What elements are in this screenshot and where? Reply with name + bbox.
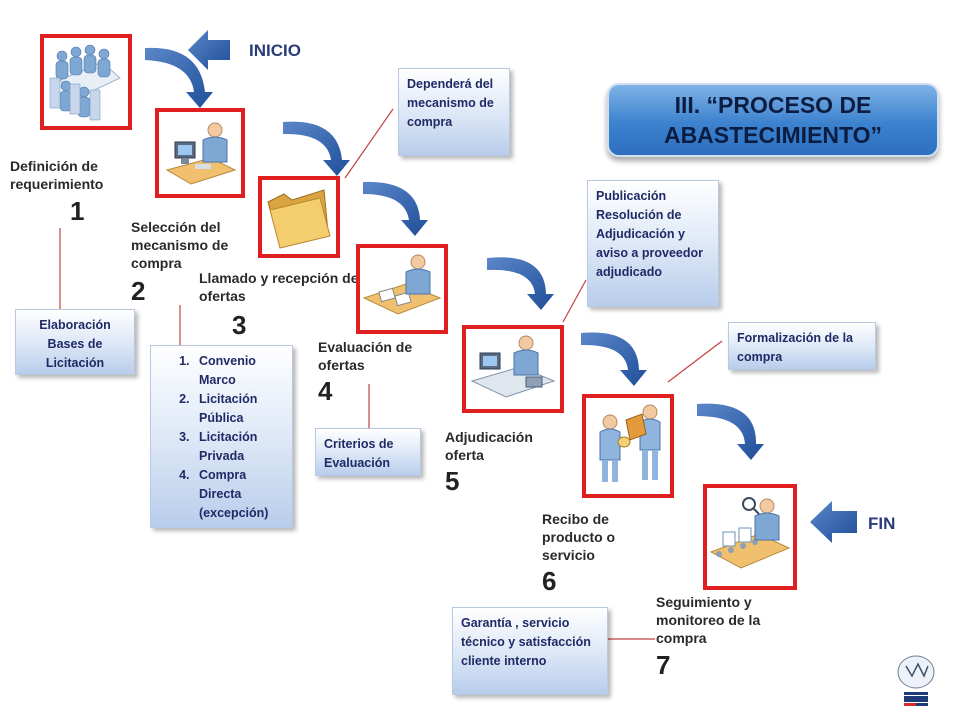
note-formalization: Formalización de la compra <box>728 322 876 370</box>
step-3-label: Llamado y recepción de ofertas <box>199 270 359 304</box>
conveyor-monitoring-icon <box>703 484 797 590</box>
step-5-label: Adjudicación oferta <box>445 429 533 463</box>
step-6-number: 6 <box>542 566 557 596</box>
step-6-label: Recibo de producto o servicio <box>542 511 616 563</box>
folder-icon <box>258 176 340 258</box>
note-evaluation-criteria: Criterios de Evaluación <box>315 428 421 476</box>
note-bases-licitacion: Elaboración Bases de Licitación <box>15 309 135 375</box>
mechanism-item: Compra Directa (excepción) <box>193 466 284 523</box>
inicio-arrow-icon <box>188 30 230 70</box>
meeting-icon <box>40 34 132 130</box>
mechanism-item: Licitación Privada <box>193 428 284 466</box>
curved-arrow-3 <box>363 181 428 236</box>
curved-arrow-2 <box>283 121 350 176</box>
note-warranty: Garantía , servicio técnico y satisfacci… <box>452 607 608 695</box>
step-7-number: 7 <box>656 650 671 680</box>
award-desk-icon <box>462 325 564 413</box>
fin-label: FIN <box>868 514 896 533</box>
curved-arrow-5 <box>581 332 647 386</box>
diagram-title: III. “PROCESO DE ABASTECIMIENTO” <box>607 83 939 157</box>
step-3-number: 3 <box>232 310 247 340</box>
step-4-number: 4 <box>318 376 333 406</box>
gobierno-chile-logo <box>888 650 944 712</box>
step-2-label: Selección del mecanismo de compra <box>131 219 229 271</box>
note-depends-mechanism: Dependerá del mecanismo de compra <box>398 68 510 156</box>
computer-user-icon <box>155 108 245 198</box>
mechanism-item: Convenio Marco <box>193 352 284 390</box>
step-1-number: 1 <box>70 196 85 226</box>
curved-arrow-1 <box>145 47 213 108</box>
step-4-label: Evaluación de ofertas <box>318 339 413 373</box>
step-2-number: 2 <box>131 276 146 306</box>
evaluation-desk-icon <box>356 244 448 334</box>
delivery-icon <box>582 394 674 498</box>
curved-arrow-4 <box>487 257 554 310</box>
step-1-label: Definición de requerimiento <box>10 158 104 192</box>
inicio-label: INICIO <box>249 41 301 60</box>
mechanism-item: Licitación Pública <box>193 390 284 428</box>
note-mechanisms-list: Convenio Marco Licitación Pública Licita… <box>150 345 293 528</box>
fin-arrow-icon <box>810 501 857 543</box>
step-7-label: Seguimiento y monitoreo de la compra <box>656 594 761 646</box>
step-5-number: 5 <box>445 466 460 496</box>
curved-arrow-6 <box>697 403 764 460</box>
note-publication: Publicación Resolución de Adjudicación y… <box>587 180 719 307</box>
